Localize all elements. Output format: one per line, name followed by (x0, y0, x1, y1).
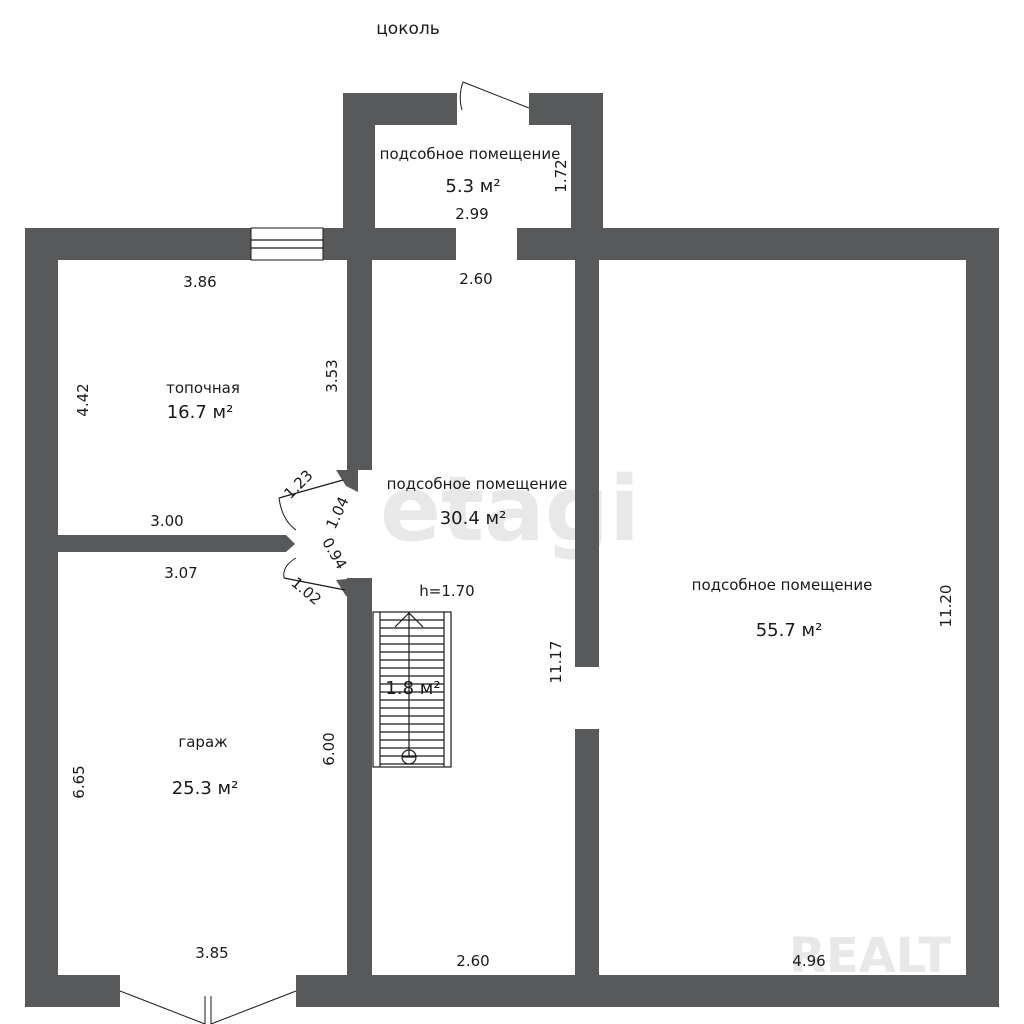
dim-big-bottom: 4.96 (792, 952, 825, 970)
dim-corridor-length: 11.17 (547, 641, 565, 684)
room-boiler-name: топочная (166, 379, 240, 397)
dim-garage-right: 6.00 (320, 732, 338, 765)
room-corridor-area: 30.4 м² (440, 508, 507, 529)
watermark-center: etagi (380, 457, 640, 562)
room-boiler-area: 16.7 м² (167, 402, 234, 423)
walls (25, 93, 999, 1007)
room-corridor-name: подсобное помещение (387, 475, 568, 493)
staircase (372, 611, 452, 768)
stairs-height: h=1.70 (419, 582, 474, 600)
dim-door-a: 1.23 (280, 466, 316, 502)
boiler-door (278, 479, 344, 531)
dim-garage-top: 3.07 (164, 564, 197, 582)
room-utility-top-name: подсобное помещение (380, 145, 561, 163)
dim-corridor-bottom: 2.60 (456, 952, 489, 970)
dim-corridor-top: 2.60 (459, 270, 492, 288)
garage-door (119, 990, 297, 1024)
dim-door-d: 1.02 (288, 574, 325, 609)
room-big-area: 55.7 м² (756, 620, 823, 641)
dim-door-b: 1.04 (322, 494, 352, 532)
dim-boiler-right: 3.53 (323, 359, 341, 392)
dim-garage-left: 6.65 (70, 765, 88, 798)
dim-boiler-left: 4.42 (74, 383, 92, 416)
dim-utility-width: 2.99 (455, 205, 488, 223)
dim-boiler-bottom: 3.00 (150, 512, 183, 530)
window (250, 227, 324, 261)
dim-utility-depth: 1.72 (552, 159, 570, 192)
garage-inner-door (283, 557, 346, 591)
dim-door-c: 0.94 (318, 535, 350, 573)
plan-title: цоколь (376, 19, 440, 39)
room-garage-name: гараж (178, 733, 227, 751)
entrance-door (459, 81, 530, 111)
stairs-area: 1.8 м² (385, 678, 440, 699)
room-utility-top-area: 5.3 м² (445, 176, 500, 197)
dim-garage-bottom: 3.85 (195, 944, 228, 962)
dim-big-length: 11.20 (937, 585, 955, 628)
room-big-name: подсобное помещение (692, 576, 873, 594)
dim-boiler-top: 3.86 (183, 273, 216, 291)
watermark-corner: REALT (789, 928, 952, 984)
room-garage-area: 25.3 м² (172, 778, 239, 799)
